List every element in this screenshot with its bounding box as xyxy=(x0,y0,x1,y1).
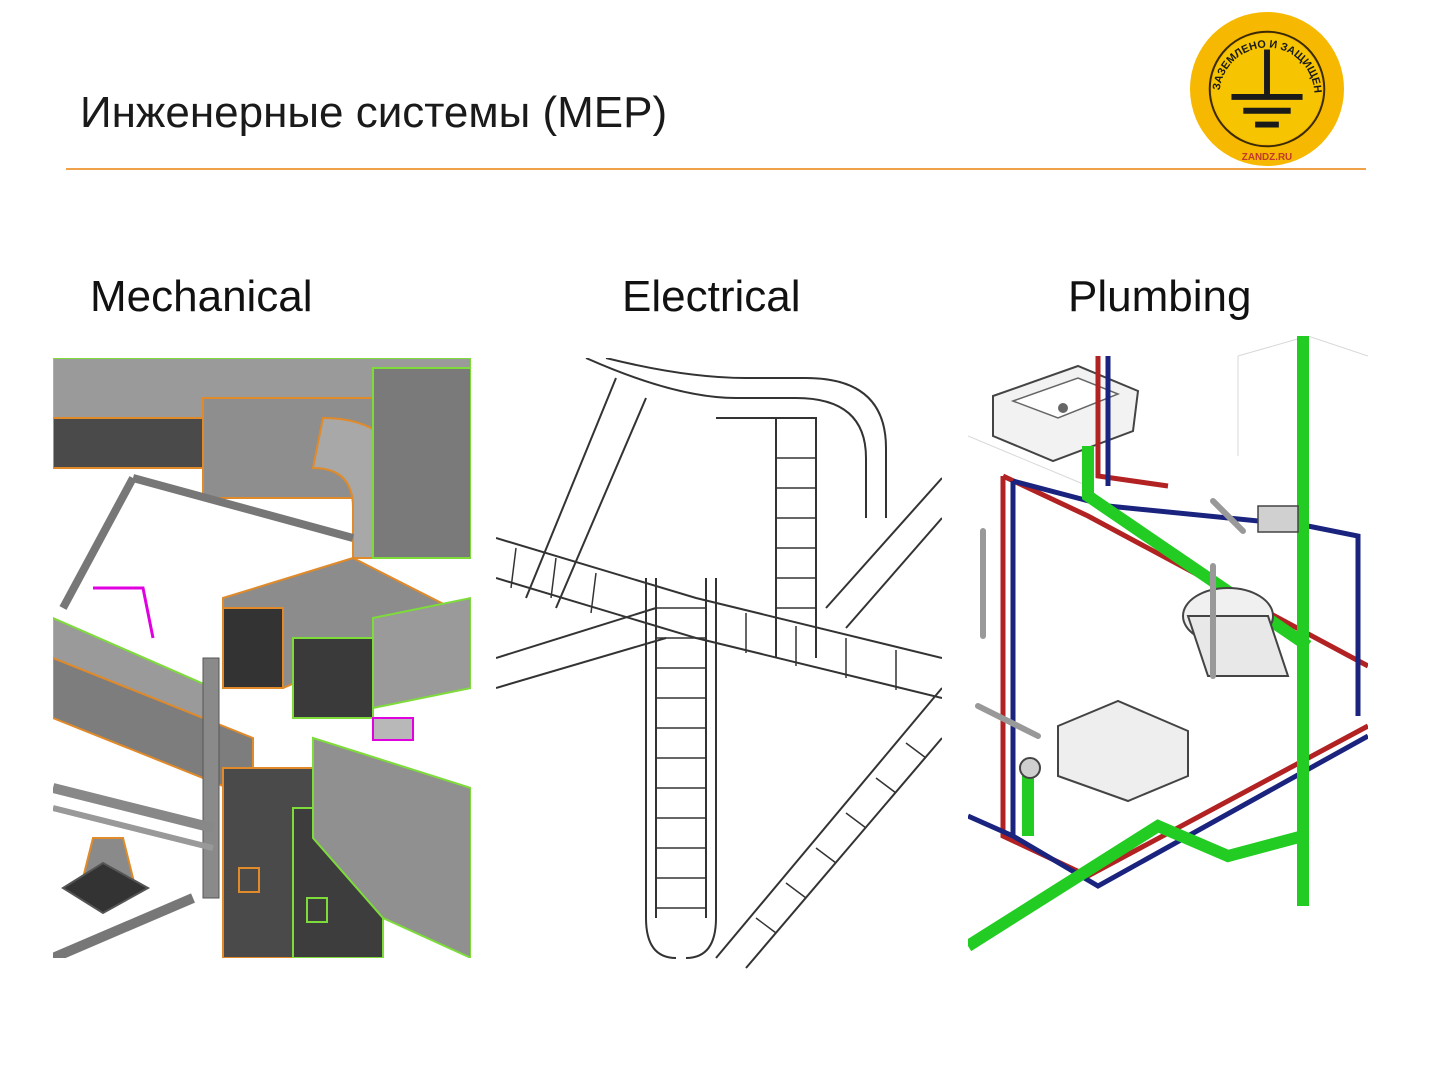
ground-symbol-icon: ЗАЗЕМЛЕНО И ЗАЩИЩЕНО ZANDZ.RU xyxy=(1188,10,1345,167)
title-divider xyxy=(66,168,1366,170)
plumbing-pipes-illustration xyxy=(968,336,1368,954)
mechanical-ducts-illustration xyxy=(53,358,471,958)
electrical-cable-trays-illustration xyxy=(496,358,942,970)
page-title: Инженерные системы (МЕР) xyxy=(80,88,668,137)
section-label-mechanical: Mechanical xyxy=(90,272,313,321)
section-label-plumbing: Plumbing xyxy=(1068,272,1252,321)
logo-bottom-text: ZANDZ.RU xyxy=(1242,152,1292,163)
zandz-logo: ЗАЗЕМЛЕНО И ЗАЩИЩЕНО ZANDZ.RU xyxy=(1188,10,1346,168)
section-label-electrical: Electrical xyxy=(622,272,801,321)
